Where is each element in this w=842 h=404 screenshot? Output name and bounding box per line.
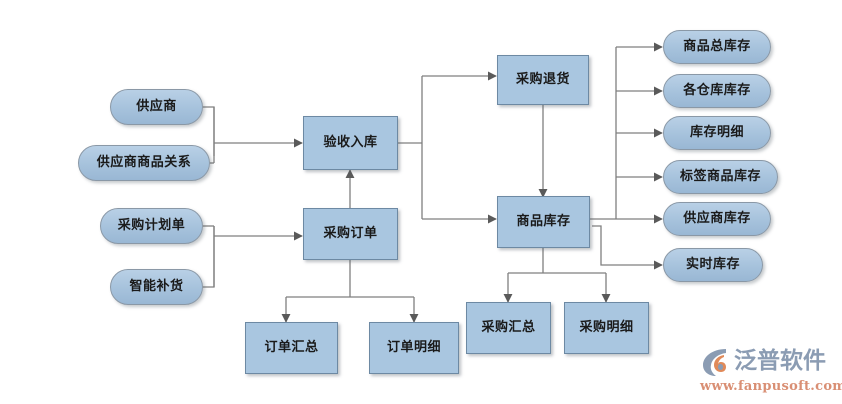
node-purchase-order[interactable]: 采购订单 bbox=[303, 208, 398, 260]
node-purchase-plan-label: 采购计划单 bbox=[117, 217, 186, 233]
node-inventory-detail[interactable]: 库存明细 bbox=[663, 116, 771, 150]
node-total-inventory-label: 商品总库存 bbox=[683, 38, 751, 54]
brand-name: 泛普软件 bbox=[734, 347, 826, 374]
node-smart-replenish-label: 智能补货 bbox=[129, 278, 184, 294]
fanpu-logo-icon bbox=[703, 349, 726, 376]
node-supplier-goods-relation[interactable]: 供应商商品关系 bbox=[78, 145, 210, 181]
node-receive-inbound-label: 验收入库 bbox=[323, 134, 378, 150]
node-warehouse-inventory-label: 各仓库库存 bbox=[683, 82, 751, 98]
node-supplier-inventory[interactable]: 供应商库存 bbox=[663, 202, 771, 236]
node-purchase-order-label: 采购订单 bbox=[323, 225, 378, 241]
node-realtime-inventory-label: 实时库存 bbox=[685, 256, 740, 272]
node-purchase-return-label: 采购退货 bbox=[515, 71, 570, 87]
node-goods-inventory-label: 商品库存 bbox=[516, 213, 571, 229]
node-purchase-summary-label: 采购汇总 bbox=[481, 319, 536, 335]
node-supplier-goods-relation-label: 供应商商品关系 bbox=[96, 154, 192, 170]
node-supplier-inventory-label: 供应商库存 bbox=[683, 210, 751, 226]
node-tag-goods-inventory[interactable]: 标签商品库存 bbox=[663, 160, 778, 194]
node-inventory-detail-label: 库存明细 bbox=[689, 124, 744, 140]
brand-url: www.fanpusoft.com bbox=[700, 379, 842, 394]
node-purchase-return[interactable]: 采购退货 bbox=[497, 55, 589, 105]
node-supplier[interactable]: 供应商 bbox=[110, 89, 203, 125]
node-tag-goods-inventory-label: 标签商品库存 bbox=[679, 168, 761, 184]
node-goods-inventory[interactable]: 商品库存 bbox=[497, 196, 590, 248]
node-receive-inbound[interactable]: 验收入库 bbox=[303, 116, 398, 170]
node-purchase-detail[interactable]: 采购明细 bbox=[564, 302, 649, 354]
node-supplier-label: 供应商 bbox=[136, 98, 177, 114]
node-purchase-detail-label: 采购明细 bbox=[579, 319, 634, 335]
edge-smart-replenish-to-bus bbox=[203, 226, 215, 288]
node-purchase-plan[interactable]: 采购计划单 bbox=[100, 208, 203, 244]
edge-supplier-to-bus bbox=[203, 106, 215, 156]
edge-to-realtime-inventory bbox=[592, 225, 663, 270]
brand-watermark: 泛普软件 www.fanpusoft.com bbox=[700, 344, 842, 400]
node-order-summary-label: 订单汇总 bbox=[264, 339, 319, 355]
node-order-detail-label: 订单明细 bbox=[386, 339, 441, 355]
node-total-inventory[interactable]: 商品总库存 bbox=[663, 30, 771, 64]
node-purchase-summary[interactable]: 采购汇总 bbox=[466, 302, 551, 354]
node-smart-replenish[interactable]: 智能补货 bbox=[110, 269, 203, 305]
node-order-summary[interactable]: 订单汇总 bbox=[245, 322, 338, 374]
node-order-detail[interactable]: 订单明细 bbox=[369, 322, 459, 374]
node-realtime-inventory[interactable]: 实时库存 bbox=[663, 248, 763, 282]
node-warehouse-inventory[interactable]: 各仓库库存 bbox=[663, 74, 771, 108]
